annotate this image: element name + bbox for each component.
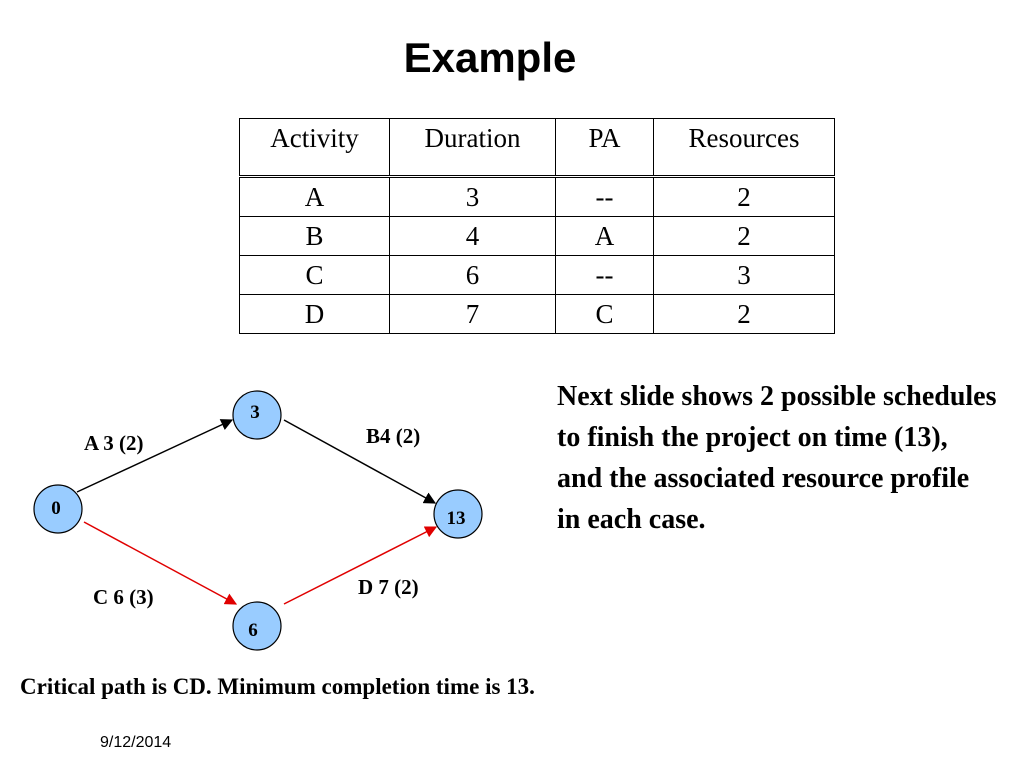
cell-resources: 2 [653,176,835,217]
header-pa: PA [555,118,654,177]
cell-pa: C [555,294,654,334]
edge-d [283,526,438,605]
node-13: 13 [433,489,483,539]
cell-activity: D [239,294,390,334]
activity-table: Activity Duration PA Resources A 3 -- 2 … [239,118,835,334]
critical-path-note: Critical path is CD. Minimum completion … [20,674,535,699]
table-row: D 7 C 2 [239,294,835,334]
edge-c-label: C 6 (3) [93,585,154,609]
node-0: 0 [33,484,83,534]
cell-pa: A [555,216,654,256]
node-6: 6 [232,601,282,651]
table-header-row: Activity Duration PA Resources [239,118,835,177]
cell-resources: 2 [653,294,835,334]
slide-date: 9/12/2014 [100,734,172,751]
cell-resources: 2 [653,216,835,256]
table-row: A 3 -- 2 [239,176,835,217]
edge-a [76,419,234,493]
node-13-label: 13 [447,508,466,529]
cell-pa: -- [555,176,654,217]
edge-d-label: D 7 (2) [358,575,419,599]
node-6-label: 6 [248,620,258,641]
cell-duration: 4 [389,216,556,256]
table-row: B 4 A 2 [239,216,835,256]
header-activity: Activity [239,118,390,177]
cell-duration: 7 [389,294,556,334]
description-text: Next slide shows 2 possible schedules to… [557,381,997,535]
edge-a-label: A 3 (2) [84,431,144,455]
edge-c [83,521,238,605]
slide-title: Example [403,34,577,81]
cell-activity: B [239,216,390,256]
node-3: 3 [232,390,282,440]
edge-b [283,419,437,504]
node-3-label: 3 [250,402,260,423]
cell-resources: 3 [653,255,835,295]
cell-activity: C [239,255,390,295]
node-0-label: 0 [51,498,61,519]
edge-b-label: B4 (2) [366,424,420,448]
